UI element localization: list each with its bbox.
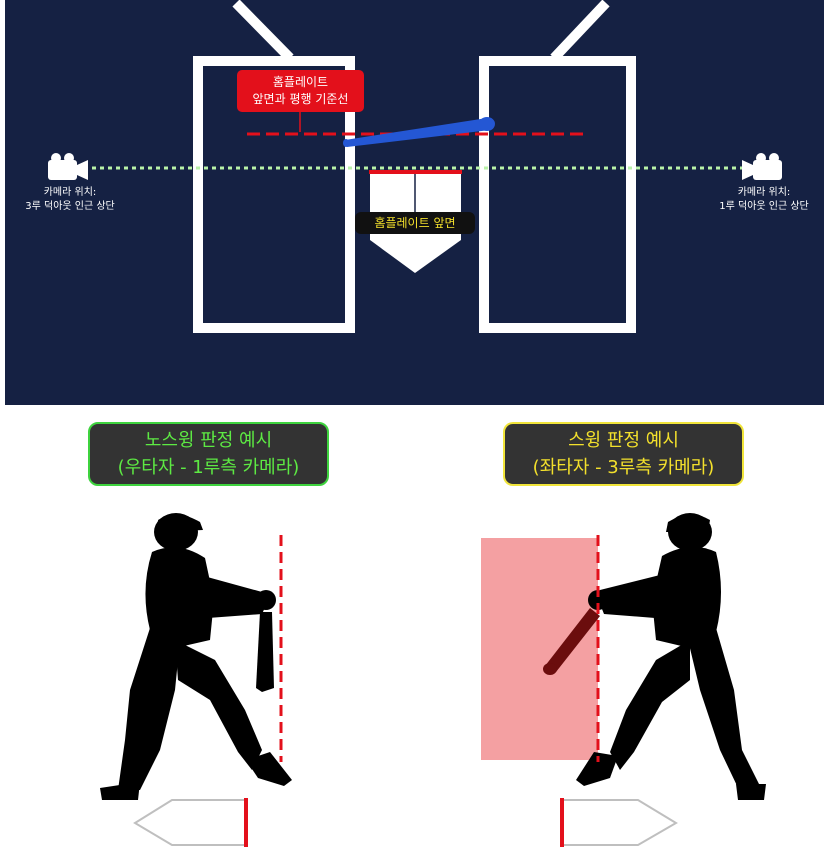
camera-left-caption: 카메라 위치: 3루 덕아웃 인근 상단 [16, 186, 124, 214]
camera-right-caption-line1: 카메라 위치: [737, 187, 791, 198]
video-camera-icon [48, 153, 88, 180]
no-swing-title-box: 노스윙 판정 예시 (우타자 - 1루측 카메라) [88, 422, 329, 486]
catcher-box-line-right [550, 0, 610, 62]
reference-line-label-line1: 홈플레이트 [272, 75, 329, 89]
camera-right-caption-line2: 1루 덕아웃 인근 상단 [719, 201, 809, 212]
field-diagram [5, 0, 824, 405]
batters-box-right [479, 56, 636, 333]
no-swing-title-line2: (우타자 - 1루측 카메라) [117, 457, 300, 478]
batters-box-left [193, 56, 355, 333]
swing-title-line1: 스윙 판정 예시 [568, 430, 679, 451]
home-plate [561, 799, 678, 846]
swing-title-box: 스윙 판정 예시 (좌타자 - 3루측 카메라) [503, 422, 744, 486]
reference-line-label-line2: 앞면과 평행 기준선 [252, 92, 349, 106]
batter-silhouette-icon [576, 513, 766, 800]
camera-left-caption-line1: 카메라 위치: [43, 187, 97, 198]
reference-line-label: 홈플레이트 앞면과 평행 기준선 [237, 70, 364, 112]
home-plate [133, 799, 247, 846]
bat-icon [343, 117, 495, 147]
batter-silhouette-icon [100, 513, 292, 800]
no-swing-illustration [100, 513, 292, 847]
swing-title-line2: (좌타자 - 3루측 카메라) [532, 457, 715, 478]
video-camera-icon [742, 153, 782, 180]
catcher-box-line-left [232, 0, 294, 62]
swing-illustration [481, 513, 766, 847]
no-swing-title-line1: 노스윙 판정 예시 [144, 430, 273, 451]
camera-left-caption-line2: 3루 덕아웃 인근 상단 [25, 201, 115, 212]
home-plate-front-label: 홈플레이트 앞면 [355, 212, 475, 234]
swing-zone [481, 538, 598, 760]
field-diagram-svg [48, 0, 782, 333]
camera-right-caption: 카메라 위치: 1루 덕아웃 인근 상단 [710, 186, 818, 214]
bat-icon [545, 608, 600, 672]
